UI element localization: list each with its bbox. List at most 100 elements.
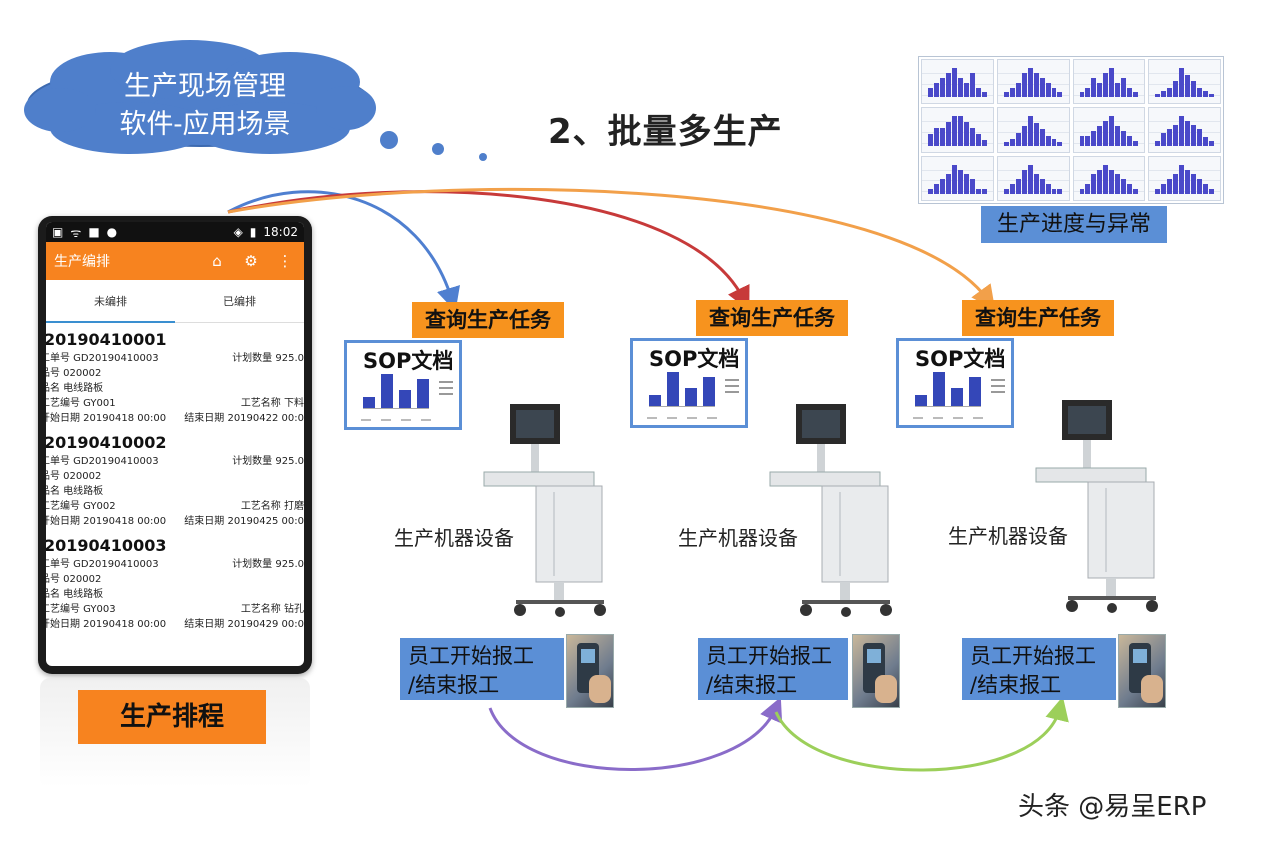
report-box-2: 员工开始报工 /结束报工 (698, 638, 848, 700)
mini-bar (1091, 131, 1097, 146)
sop-card-2: SOP文档 (630, 338, 748, 428)
order-field-left: 品号 020002 (46, 574, 102, 585)
tab-unscheduled[interactable]: 未编排 (46, 280, 175, 323)
mini-bar (1009, 87, 1015, 98)
sop-bar (667, 371, 679, 406)
report-line2-1: /结束报工 (408, 673, 500, 697)
mini-bar (1185, 74, 1191, 98)
mini-bar (1179, 116, 1185, 146)
mini-bar (1127, 184, 1133, 194)
order-field-right: 工艺名称 打磨 (240, 501, 304, 512)
settings-icon[interactable]: ⚙ (244, 252, 258, 270)
mini-bar (1179, 164, 1185, 194)
mini-bar-chart (1148, 107, 1221, 153)
arrow-to-station-2 (227, 190, 750, 311)
progress-caption: 生产进度与异常 (981, 206, 1167, 243)
mini-bar (1208, 189, 1214, 194)
mini-bar (1109, 116, 1115, 146)
mini-bar (1027, 164, 1033, 194)
mini-bar (969, 179, 975, 194)
report-line2-3: /结束报工 (970, 673, 1062, 697)
mini-bar-chart (1148, 59, 1221, 105)
mini-bar (1109, 169, 1115, 194)
more-icon[interactable]: ⋮ (277, 252, 293, 270)
mini-bar (981, 189, 987, 194)
mini-bar (1127, 135, 1133, 146)
mini-bar (1079, 92, 1085, 98)
report-line2-2: /结束报工 (706, 673, 798, 697)
arrow-to-station-1 (227, 190, 460, 312)
mini-bar (1167, 179, 1173, 194)
order-field-left: 工单号 GD20190410003 (46, 456, 159, 467)
app-title: 生产编排 (54, 254, 110, 270)
mini-bar-chart (1148, 155, 1221, 201)
sop-title-1: SOP文档 (363, 349, 454, 373)
mini-bar (1015, 179, 1021, 194)
mini-bar (981, 92, 987, 98)
progress-chart-grid (918, 56, 1224, 204)
sop-card-3: SOP文档 (896, 338, 1014, 428)
sop-bar (363, 397, 375, 408)
sop-legend-2 (725, 375, 739, 397)
sop-bar (417, 379, 429, 408)
sop-title-3: SOP文档 (915, 347, 1006, 371)
mini-bar (1191, 81, 1197, 98)
machine-cart-3 (1035, 400, 1158, 613)
mini-bar (939, 128, 945, 146)
mini-bar (1015, 82, 1021, 98)
order-field-right: 结束日期 20190429 00:0 (184, 619, 304, 630)
mini-bar (945, 72, 951, 98)
mini-bar (1021, 126, 1027, 146)
thought-cloud (24, 40, 487, 161)
sop-axis-1 (361, 419, 431, 421)
mini-bar (969, 72, 975, 98)
mini-bar (1161, 90, 1167, 98)
mini-bar (1133, 140, 1139, 146)
order-field-row: 品号 020002 (46, 366, 304, 381)
mini-bar (1203, 90, 1208, 98)
mini-bar (1097, 82, 1103, 98)
mini-bar (957, 116, 963, 146)
order-field-left: 品号 020002 (46, 368, 102, 379)
cloud-line-1: 生产现场管理 (124, 71, 286, 102)
mini-bar (1185, 169, 1191, 194)
machine-cart-2 (769, 404, 892, 617)
mini-bar (1039, 179, 1045, 194)
cloud-line-2: 软件-应用场景 (119, 109, 291, 140)
order-field-row: 工艺编号 GY002 工艺名称 打磨 (46, 499, 304, 514)
mini-bar (1057, 189, 1063, 194)
watermark: 头条 @易呈ERP (1018, 792, 1207, 822)
signal-icon: ᯤ (70, 225, 82, 240)
mini-bar-chart (1072, 107, 1146, 153)
machine-label-2: 生产机器设备 (678, 526, 798, 550)
sop-bars (363, 372, 429, 409)
wifi-icon: ◈ (233, 225, 243, 239)
mini-bar (1191, 124, 1197, 146)
sop-card-1: SOP文档 (344, 340, 462, 430)
mini-bar-chart (996, 107, 1070, 153)
tab-scheduled[interactable]: 已编排 (223, 295, 256, 308)
mini-bar (1173, 81, 1179, 98)
mini-bar (1051, 139, 1057, 146)
mini-bar (1167, 87, 1173, 98)
app-bar: 生产编排 ⌂ ⚙ ⋮ (46, 242, 304, 280)
order-field-left: 工艺编号 GY002 (46, 501, 116, 512)
mini-bar (1033, 174, 1039, 194)
mini-bar (1203, 184, 1208, 194)
home-icon[interactable]: ⌂ (212, 252, 222, 270)
order-field-right: 工艺名称 下料 (240, 398, 304, 409)
order-field-left: 品名 电线路板 (46, 589, 104, 600)
mini-bar (1197, 128, 1202, 146)
mini-bar (1127, 87, 1133, 98)
order-field-right: 结束日期 20190425 00:0 (184, 516, 304, 527)
mini-bar (1161, 184, 1167, 194)
mini-bar (1027, 116, 1033, 146)
order-field-right: 结束日期 20190422 00:0 (184, 413, 304, 424)
mini-bar (1085, 87, 1091, 98)
mini-bar (951, 68, 957, 98)
